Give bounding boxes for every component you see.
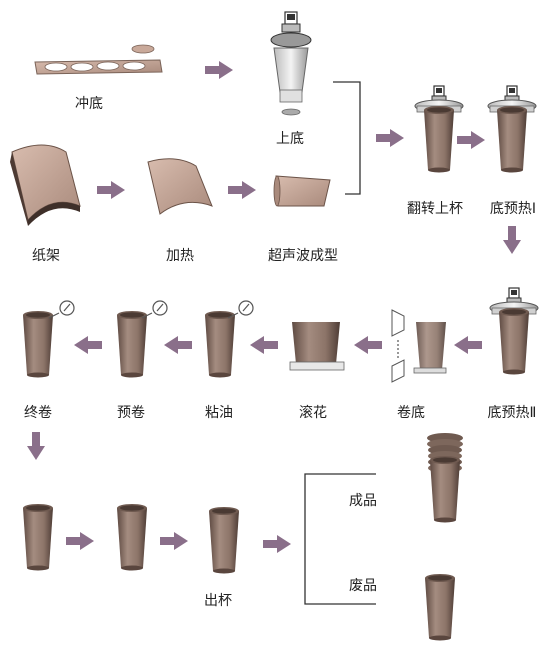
label-punch-bottom: 冲底 <box>75 96 103 112</box>
arrow-curl-to-knurl <box>354 336 382 354</box>
preheat-1-device <box>487 85 537 173</box>
flip-load-cup-device <box>414 85 464 173</box>
label-paper-rack: 纸架 <box>32 248 60 264</box>
paper-strip <box>34 44 163 75</box>
pre-curl-cup <box>117 300 168 378</box>
heated-paper <box>147 158 213 215</box>
arrow-preheat1-to-preheat2 <box>503 226 521 254</box>
arrow-oil-to-precurl <box>164 336 192 354</box>
final-curl-cup <box>23 300 75 378</box>
label-rejected: 废品 <box>349 578 377 594</box>
label-bottom-preheat-2: 底预热Ⅱ <box>487 405 537 421</box>
arrow-heat-to-form <box>228 181 256 199</box>
label-load-bottom: 上底 <box>276 131 304 147</box>
oiling-cup <box>205 300 254 378</box>
label-curl-bottom: 卷底 <box>397 405 425 421</box>
arrow-rack-to-heat <box>97 181 125 199</box>
label-knurling: 滚花 <box>299 405 327 421</box>
arrow-precurl-to-final <box>74 336 102 354</box>
arrow-final-to-out <box>27 432 45 460</box>
formed-sleeve <box>273 175 331 207</box>
label-pre-curl: 预卷 <box>117 405 145 421</box>
paper-rack <box>10 144 81 226</box>
out-cup-1 <box>23 504 53 571</box>
arrow-out-1 <box>66 532 94 550</box>
arrow-punch-to-load <box>205 61 233 79</box>
out-cup-3 <box>209 507 239 574</box>
load-bottom-device <box>270 11 312 116</box>
label-finished: 成品 <box>349 493 377 509</box>
arrow-out-2 <box>160 532 188 550</box>
arrow-knurl-to-oil <box>250 336 278 354</box>
label-ultrasonic-forming: 超声波成型 <box>268 248 338 264</box>
label-oiling: 粘油 <box>205 405 233 421</box>
out-cup-2 <box>117 504 147 571</box>
sort-bracket <box>304 473 376 605</box>
label-bottom-preheat-1: 底预热Ⅰ <box>489 201 537 217</box>
arrow-flip-to-preheat1 <box>457 131 485 149</box>
preheat-2-device <box>489 287 539 375</box>
merge-bracket <box>333 81 361 195</box>
finished-cup-stack <box>427 433 463 523</box>
arrow-merge-to-flip <box>376 129 404 147</box>
rejected-cup <box>425 574 455 641</box>
knurling-device <box>289 322 345 371</box>
arrow-preheat2-to-curl <box>454 336 482 354</box>
label-final-curl: 终卷 <box>24 405 52 421</box>
label-heating: 加热 <box>166 248 194 264</box>
curl-bottom-device <box>391 309 447 383</box>
label-cup-out: 出杯 <box>204 593 232 609</box>
arrow-out-3 <box>263 535 291 553</box>
label-flip-load-cup: 翻转上杯 <box>407 201 463 217</box>
